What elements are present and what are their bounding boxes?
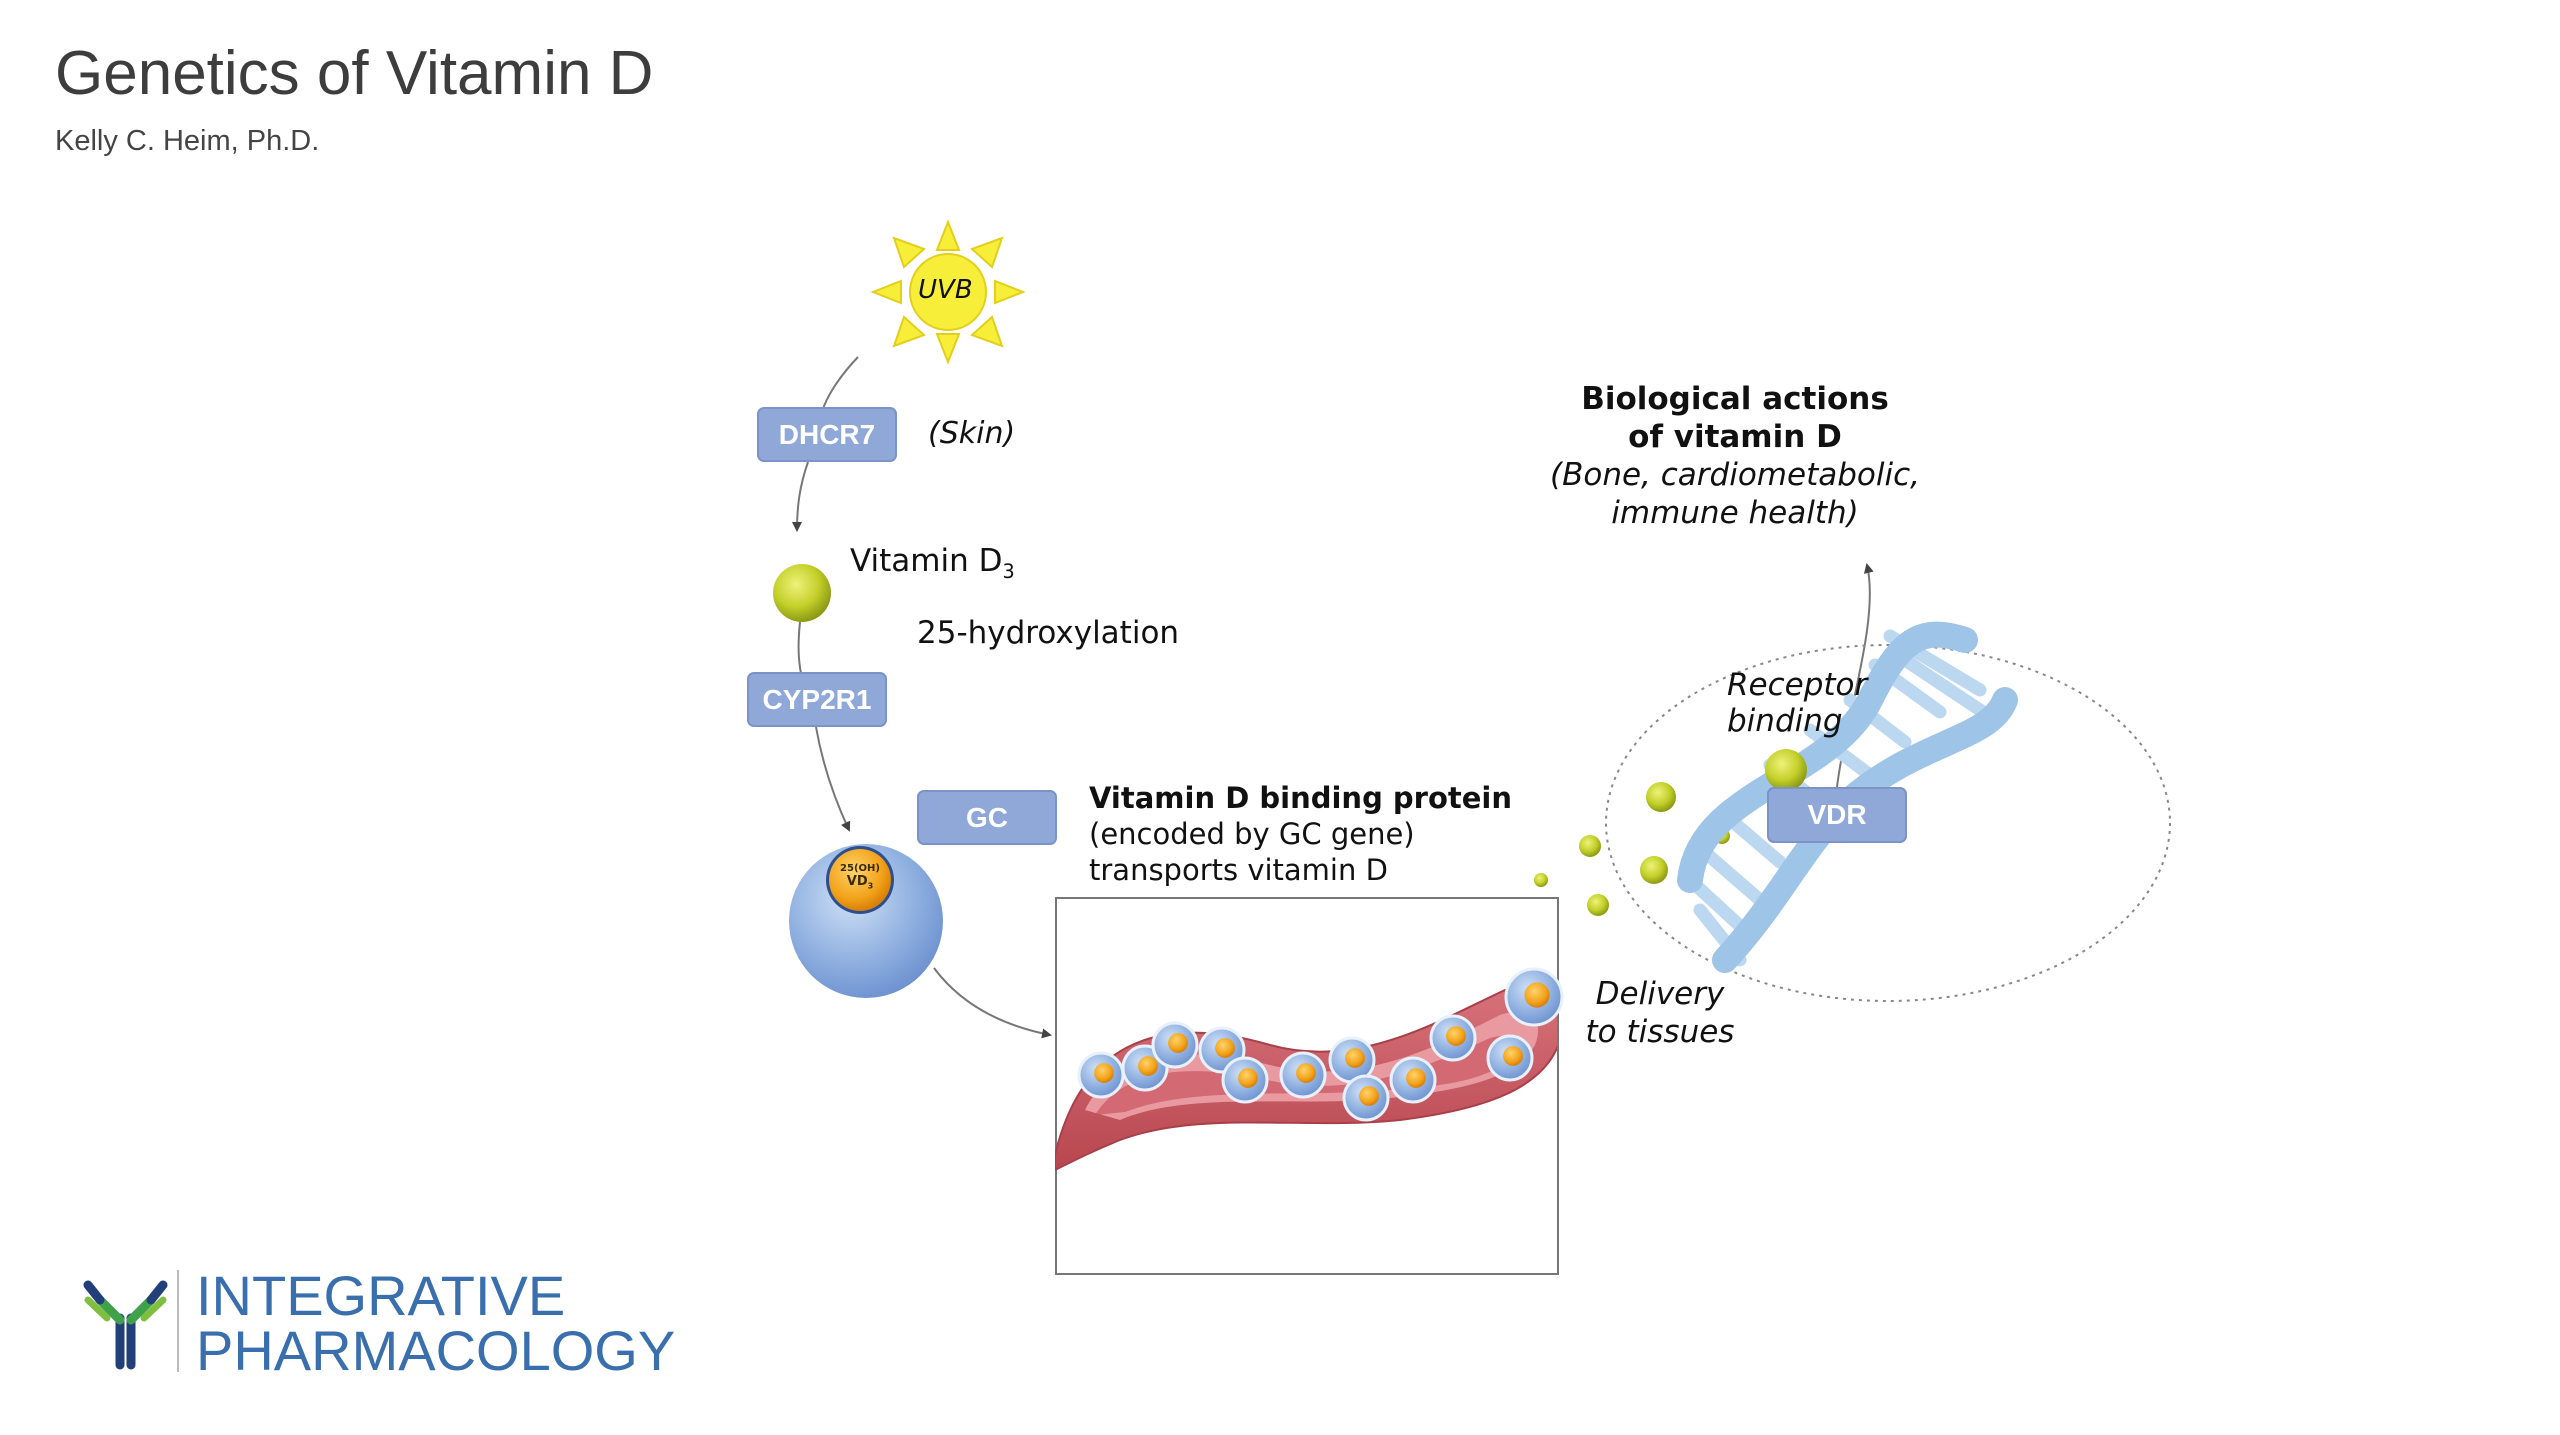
slide-author: Kelly C. Heim, Ph.D. — [55, 125, 320, 157]
sun-icon — [870, 219, 1026, 365]
carrier-cell — [1279, 1051, 1327, 1099]
gene-box-cyp2r1: CYP2R1 — [747, 672, 887, 727]
vitamin-d3-molecule — [773, 564, 831, 622]
vitamin-d-carrier-cells — [1077, 967, 1564, 1122]
free-vitamin-d — [1640, 856, 1668, 884]
logo-text: INTEGRATIVE PHARMACOLOGY — [196, 1264, 676, 1382]
free-vitamin-d — [1534, 873, 1548, 887]
gene-box-dhcr7: DHCR7 — [757, 407, 897, 462]
bound-vitamin-d-protein — [789, 844, 943, 998]
carrier-cell — [1151, 1021, 1199, 1069]
carrier-cell — [1389, 1056, 1437, 1104]
carrier-cell — [1221, 1056, 1269, 1104]
carrier-cell — [1121, 1044, 1169, 1092]
delivery-label: Delivery to tissues — [1585, 976, 1735, 1050]
free-vitamin-d — [1579, 835, 1601, 857]
target-cell-outline — [1605, 644, 2171, 1002]
carrier-cell — [1342, 1074, 1390, 1122]
binding-protein-heading: Vitamin D binding protein — [1089, 781, 1513, 815]
free-vitamin-d — [1646, 782, 1676, 812]
slide-title: Genetics of Vitamin D — [55, 39, 654, 108]
carrier-cell — [1429, 1014, 1477, 1062]
bound-vitamin-label: 25(OH) VD3 — [840, 863, 880, 891]
biological-actions-text: Biological actions of vitamin D (Bone, c… — [1550, 381, 1920, 531]
free-vitamin-d — [1587, 894, 1609, 916]
binding-protein-line1: (encoded by GC gene) — [1089, 817, 1415, 851]
gene-box-gc: GC — [917, 790, 1057, 845]
vitamin-d3-label: Vitamin D3 — [850, 543, 1015, 584]
carrier-cell — [1504, 967, 1564, 1027]
antibody-icon — [83, 1280, 168, 1370]
gene-box-vdr: VDR — [1767, 787, 1907, 843]
carrier-cell — [1486, 1034, 1534, 1082]
carrier-cell — [1077, 1051, 1125, 1099]
hydroxylation-label: 25-hydroxylation — [917, 615, 1180, 651]
skin-label: (Skin) — [928, 416, 1016, 451]
binding-protein-text: Vitamin D binding protein (encoded by GC… — [1089, 780, 1512, 888]
receptor-bound-vitamin-d — [1765, 749, 1807, 791]
receptor-binding-label: Receptor binding — [1727, 667, 1868, 739]
free-vitamin-d-molecules — [1534, 782, 1730, 916]
binding-protein-line2: transports vitamin D — [1089, 853, 1388, 887]
sun-label: UVB — [918, 275, 973, 305]
carrier-cell — [1328, 1036, 1376, 1084]
